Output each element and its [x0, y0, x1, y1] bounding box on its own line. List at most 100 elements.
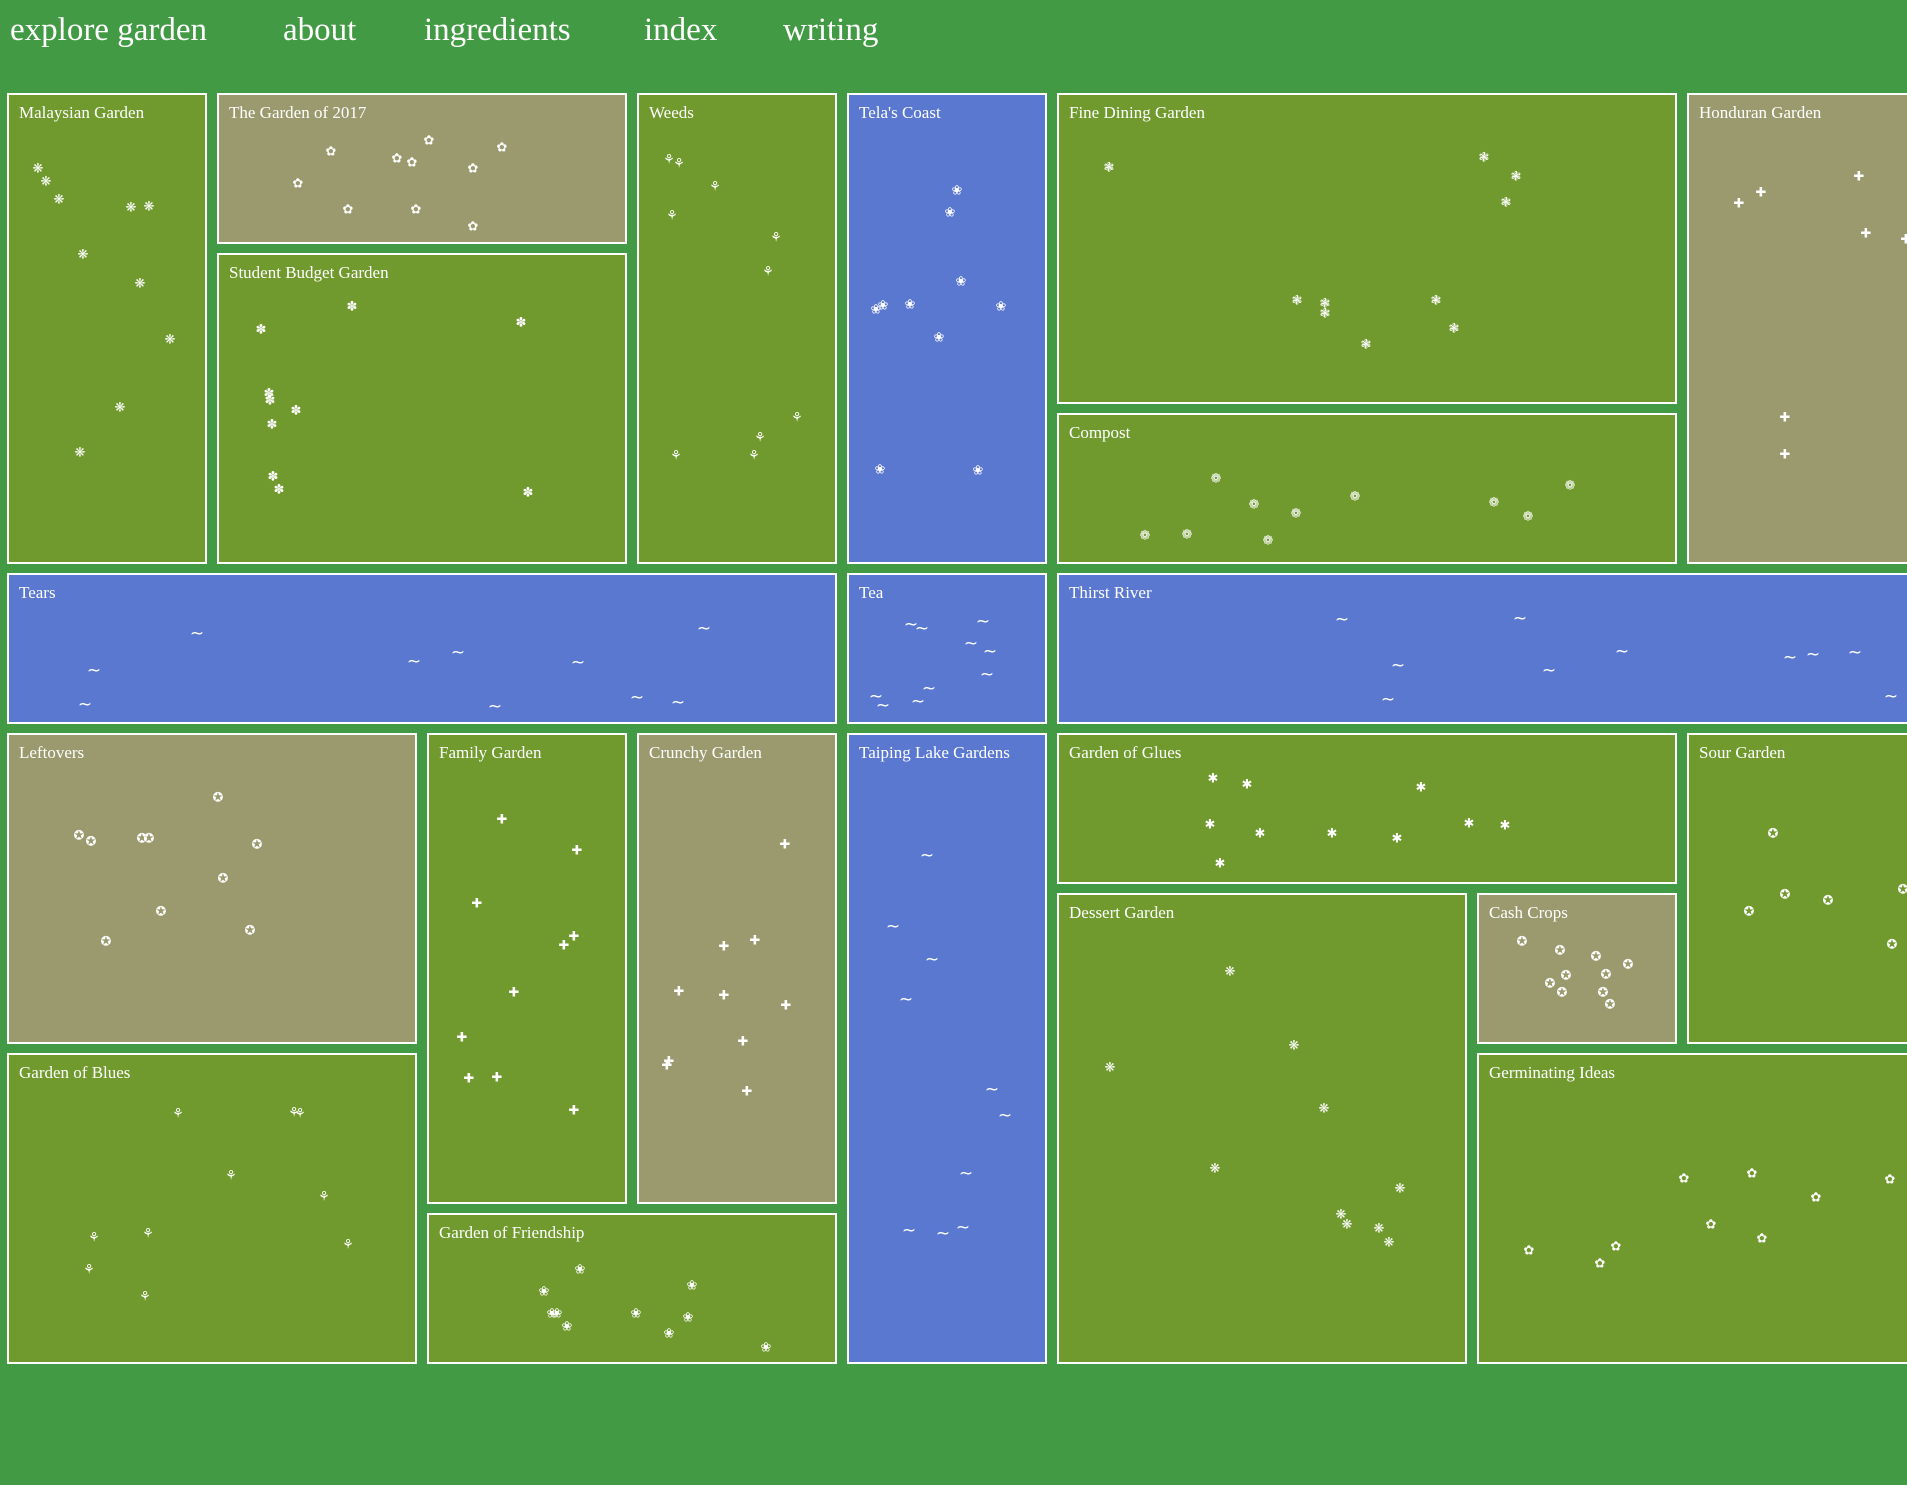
- sprout-icon: ⚘: [83, 1262, 95, 1278]
- asterisk-flower-icon: ❋: [1335, 1207, 1347, 1223]
- garden-plot-malaysian-garden[interactable]: Malaysian Garden❋❋❋❋❋❋❋❋❋❋: [7, 93, 207, 564]
- garden-title: Honduran Garden: [1699, 103, 1822, 122]
- nav-index[interactable]: index: [644, 12, 718, 48]
- asterisk-flower-icon: ❋: [1288, 1038, 1300, 1054]
- star-flower-icon: ✱: [1499, 818, 1511, 834]
- daisy-icon: ❀: [546, 1306, 558, 1322]
- daisy-icon: ❀: [877, 298, 889, 314]
- cross-flower-icon: ✚: [718, 939, 730, 955]
- nav-ingredients[interactable]: ingredients: [424, 12, 571, 48]
- wave-icon: ~: [982, 641, 998, 662]
- six-petal-flower-icon: ❃: [1448, 321, 1460, 337]
- six-petal-flower-icon: ❃: [1319, 296, 1331, 312]
- ring-flower-icon: ✪: [1590, 949, 1602, 965]
- round-flower-icon: ✽: [273, 482, 285, 498]
- garden-plot-family-garden[interactable]: Family Garden✚✚✚✚✚✚✚✚✚✚: [427, 733, 627, 1204]
- blossom-icon: ❁: [1349, 489, 1361, 505]
- daisy-icon: ❀: [904, 297, 916, 313]
- garden-title: Dessert Garden: [1069, 903, 1175, 922]
- cross-flower-icon: ✚: [1733, 196, 1745, 212]
- daisy-icon: ❀: [574, 1262, 586, 1278]
- five-petal-flower-icon: ✿: [391, 151, 403, 167]
- cross-flower-icon: ✚: [571, 843, 583, 859]
- five-petal-flower-icon: ✿: [292, 176, 304, 192]
- garden-plot-taiping-lake-gardens[interactable]: Taiping Lake Gardens~~~~~~~~~~: [847, 733, 1047, 1364]
- nav-writing[interactable]: writing: [783, 12, 879, 48]
- garden-plot-tears[interactable]: Tears~~~~~~~~~~: [7, 573, 837, 724]
- blossom-icon: ❁: [1210, 471, 1222, 487]
- daisy-icon: ❀: [760, 1340, 772, 1356]
- asterisk-flower-icon: ❋: [1383, 1235, 1395, 1251]
- daisy-icon: ❀: [951, 183, 963, 199]
- garden-plot-germinating-ideas[interactable]: Germinating Ideas✿✿✿✿✿✿✿✿✿: [1477, 1053, 1907, 1364]
- wave-icon: ~: [670, 692, 686, 713]
- five-petal-flower-icon: ✿: [1523, 1243, 1535, 1259]
- garden-plot-compost[interactable]: Compost❁❁❁❁❁❁❁❁❁❁: [1057, 413, 1677, 564]
- daisy-icon: ❀: [955, 274, 967, 290]
- five-petal-flower-icon: ✿: [1756, 1231, 1768, 1247]
- cross-flower-icon: ✚: [718, 988, 730, 1004]
- wave-icon: ~: [487, 696, 503, 717]
- five-petal-flower-icon: ✿: [496, 140, 508, 156]
- garden-plot-garden-of-blues[interactable]: Garden of Blues⚘⚘⚘⚘⚘⚘⚘⚘⚘⚘: [7, 1053, 417, 1364]
- garden-plot-sour-garden[interactable]: Sour Garden✪✪✪✪✪✪: [1687, 733, 1907, 1044]
- sprout-icon: ⚘: [748, 448, 760, 464]
- ring-flower-icon: ✪: [244, 923, 256, 939]
- asterisk-flower-icon: ❋: [134, 276, 146, 292]
- asterisk-flower-icon: ❋: [1209, 1161, 1221, 1177]
- garden-title: Student Budget Garden: [229, 263, 389, 282]
- garden-plot-dessert-garden[interactable]: Dessert Garden❋❋❋❋❋❋❋❋❋❋: [1057, 893, 1467, 1364]
- garden-plot-telas-coast[interactable]: Tela's Coast❀❀❀❀❀❀❀❀❀❀: [847, 93, 1047, 564]
- sprout-icon: ⚘: [709, 179, 721, 195]
- wave-icon: ~: [450, 642, 466, 663]
- daisy-icon: ❀: [944, 205, 956, 221]
- asterisk-flower-icon: ❋: [114, 400, 126, 416]
- garden-plot-crunchy-garden[interactable]: Crunchy Garden✚✚✚✚✚✚✚✚✚✚: [637, 733, 837, 1204]
- wave-icon: ~: [1782, 647, 1798, 668]
- garden-plot-honduran-garden[interactable]: Honduran Garden✚✚✚✚✚✚✚: [1687, 93, 1907, 564]
- sprout-icon: ⚘: [225, 1168, 237, 1184]
- garden-plot-garden-of-2017[interactable]: The Garden of 2017✿✿✿✿✿✿✿✿✿✿: [217, 93, 627, 244]
- cross-flower-icon: ✚: [1779, 447, 1791, 463]
- garden-plot-garden-of-friendship[interactable]: Garden of Friendship❀❀❀❀❀❀❀❀❀❀: [427, 1213, 837, 1364]
- garden-plot-weeds[interactable]: Weeds⚘⚘⚘⚘⚘⚘⚘⚘⚘⚘: [637, 93, 837, 564]
- sprout-icon: ⚘: [88, 1230, 100, 1246]
- five-petal-flower-icon: ✿: [406, 155, 418, 171]
- garden-plot-tea[interactable]: Tea~~~~~~~~~~: [847, 573, 1047, 724]
- asterisk-flower-icon: ❋: [1373, 1221, 1385, 1237]
- sprout-icon: ⚘: [342, 1237, 354, 1253]
- wave-icon: ~: [958, 1163, 974, 1184]
- garden-plot-fine-dining-garden[interactable]: Fine Dining Garden❃❃❃❃❃❃❃❃❃❃: [1057, 93, 1677, 404]
- garden-plot-leftovers[interactable]: Leftovers✪✪✪✪✪✪✪✪✪✪: [7, 733, 417, 1044]
- cross-flower-icon: ✚: [471, 896, 483, 912]
- round-flower-icon: ✽: [266, 417, 278, 433]
- ring-flower-icon: ✪: [1743, 904, 1755, 920]
- garden-title: Family Garden: [439, 743, 542, 762]
- daisy-icon: ❀: [561, 1319, 573, 1335]
- blossom-icon: ❁: [1290, 506, 1302, 522]
- star-flower-icon: ✱: [1214, 856, 1226, 872]
- cross-flower-icon: ✚: [1853, 169, 1865, 185]
- ring-flower-icon: ✪: [1767, 826, 1779, 842]
- ring-flower-icon: ✪: [1600, 967, 1612, 983]
- sprout-icon: ⚘: [318, 1189, 330, 1205]
- nav-explore-garden[interactable]: explore garden: [10, 12, 207, 48]
- ring-flower-icon: ✪: [1554, 943, 1566, 959]
- garden-title: Fine Dining Garden: [1069, 103, 1205, 122]
- wave-icon: ~: [1541, 660, 1557, 681]
- garden-plot-student-budget-garden[interactable]: Student Budget Garden✽✽✽✽✽✽✽✽✽✽: [217, 253, 627, 564]
- round-flower-icon: ✽: [515, 315, 527, 331]
- wave-icon: ~: [570, 652, 586, 673]
- ring-flower-icon: ✪: [155, 904, 167, 920]
- nav-about[interactable]: about: [283, 12, 357, 48]
- garden-plot-garden-of-glues[interactable]: Garden of Glues✱✱✱✱✱✱✱✱✱✱: [1057, 733, 1677, 884]
- star-flower-icon: ✱: [1241, 777, 1253, 793]
- blossom-icon: ❁: [1248, 497, 1260, 513]
- daisy-icon: ❀: [870, 302, 882, 318]
- garden-plot-cash-crops[interactable]: Cash Crops✪✪✪✪✪✪✪✪✪✪: [1477, 893, 1677, 1044]
- sprout-icon: ⚘: [663, 152, 675, 168]
- star-flower-icon: ✱: [1254, 826, 1266, 842]
- garden-plot-thirst-river[interactable]: Thirst River~~~~~~~~~~: [1057, 573, 1907, 724]
- garden-title: Taiping Lake Gardens: [859, 743, 1010, 762]
- cross-flower-icon: ✚: [568, 929, 580, 945]
